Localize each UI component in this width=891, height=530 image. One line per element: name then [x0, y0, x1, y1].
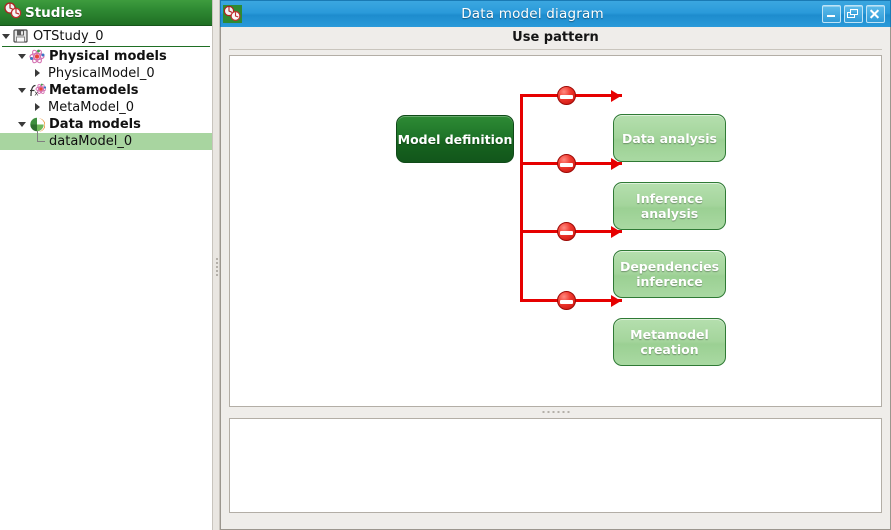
arrow-head-icon: [611, 294, 621, 307]
window-title-bar[interactable]: Data model diagram: [220, 0, 891, 27]
blocked-icon: [557, 154, 576, 173]
splitter-handle-dots: [216, 258, 218, 280]
node-metamodel-creation[interactable]: Metamodel creation: [613, 318, 726, 366]
chevron-down-icon[interactable]: [16, 84, 29, 97]
window-body: Use pattern Model defini: [220, 27, 891, 530]
window-controls: [822, 5, 885, 23]
close-button[interactable]: [866, 5, 885, 23]
restore-button[interactable]: [844, 5, 863, 23]
window-title: Data model diagram: [461, 6, 604, 22]
tree-item-label: dataModel_0: [49, 134, 133, 149]
tree-item-data-models[interactable]: Data models: [0, 116, 212, 133]
studies-tree[interactable]: OTStudy_0: [0, 26, 212, 530]
tree-item-label: Data models: [49, 117, 141, 132]
function-atom-icon: x: [29, 83, 47, 98]
node-data-analysis[interactable]: Data analysis: [613, 114, 726, 162]
minimize-button[interactable]: [822, 5, 841, 23]
trunk-wire: [520, 94, 523, 302]
tree-item-physicalmodel-0[interactable]: PhysicalModel_0: [0, 65, 212, 82]
chevron-right-icon[interactable]: [32, 67, 45, 80]
pie-chart-icon: [29, 117, 46, 132]
tree-item-datamodel-0[interactable]: dataModel_0: [0, 131, 212, 150]
tree-item-label: PhysicalModel_0: [48, 66, 155, 81]
studies-dock-title: Studies: [25, 4, 83, 21]
chevron-right-icon[interactable]: [32, 101, 45, 114]
arrow-head-icon: [611, 157, 621, 170]
tree-item-physical-models[interactable]: Physical models: [0, 48, 212, 65]
tree-item-label: MetaModel_0: [48, 100, 135, 115]
node-model-definition[interactable]: Model definition: [396, 115, 514, 163]
tree-item-label: Metamodels: [49, 83, 139, 98]
splitter-handle-dots: [542, 411, 569, 413]
atom-icon: [29, 49, 46, 64]
study-separator: [2, 46, 210, 47]
node-label: Inference analysis: [636, 191, 703, 221]
data-model-diagram-window: Data model diagram Use pattern: [220, 0, 891, 530]
node-dependencies-inference[interactable]: Dependencies inference: [613, 250, 726, 298]
blocked-icon: [557, 222, 576, 241]
node-label: Metamodel creation: [630, 327, 709, 357]
tree-item-otstudy[interactable]: OTStudy_0: [0, 28, 212, 45]
chevron-down-icon[interactable]: [0, 30, 13, 43]
node-label: Data analysis: [622, 130, 717, 146]
node-label: Model definition: [397, 131, 513, 147]
bottom-panel[interactable]: [229, 418, 882, 513]
tree-item-label: OTStudy_0: [33, 29, 104, 44]
tree-elbow-connector: [32, 131, 46, 149]
horizontal-splitter[interactable]: [229, 407, 882, 418]
arrow-head-icon: [611, 89, 621, 102]
node-inference-analysis[interactable]: Inference analysis: [613, 182, 726, 230]
node-label: Dependencies inference: [619, 259, 720, 289]
section-header: Use pattern: [229, 27, 882, 50]
studies-dock: Studies OTStudy_0: [0, 0, 216, 530]
diagram-canvas[interactable]: Model definition Data analysis Inference…: [229, 55, 882, 407]
vertical-splitter[interactable]: [212, 0, 220, 530]
app-icon: [223, 4, 243, 24]
tree-item-label: Physical models: [49, 49, 167, 64]
chevron-down-icon[interactable]: [16, 50, 29, 63]
svg-text:x: x: [34, 90, 38, 98]
tree-item-metamodel-0[interactable]: MetaModel_0: [0, 99, 212, 116]
tree-item-metamodels[interactable]: x Metamodels: [0, 82, 212, 99]
blocked-icon: [557, 86, 576, 105]
blocked-icon: [557, 291, 576, 310]
studies-dock-title-bar: Studies: [0, 0, 216, 26]
floppy-disk-icon: [13, 29, 30, 44]
arrow-head-icon: [611, 225, 621, 238]
chevron-down-icon[interactable]: [16, 118, 29, 131]
studies-icon: [4, 2, 22, 23]
